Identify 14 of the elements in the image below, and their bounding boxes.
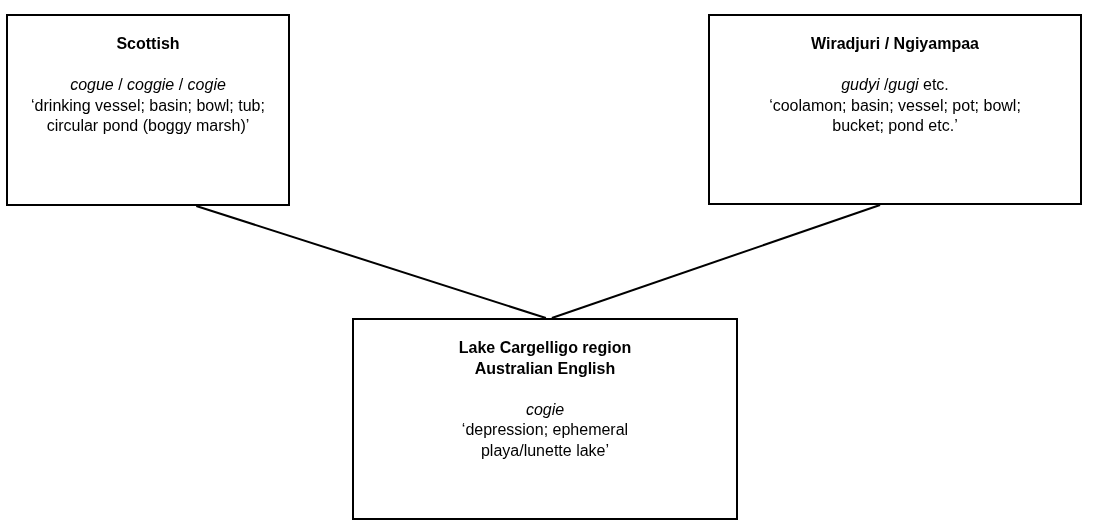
box-heading: Lake Cargelligo region Australian English [457,338,633,379]
gloss-text: ‘coolamon; basin; vessel; pot; bowl; bucket; pond etc.’ [768,95,1022,137]
word-forms: cogie [525,399,565,420]
box-heading: Scottish [116,34,180,54]
text-box [708,14,1082,205]
connector-line [550,204,882,319]
connector-line [195,205,547,319]
box-heading: Wiradjuri / Ngiyampaa [811,34,979,54]
text-box [352,318,738,520]
gloss-text: ‘drinking vessel; basin; bowl; tub; circular pond (boggy marsh)’ [30,95,266,137]
word-forms: gudyi /gugi etc. [841,74,949,95]
gloss-text: ‘depression; ephemeral playa/lunette lake’ [460,420,630,462]
text-box [6,14,290,206]
word-forms: cogue / coggie / cogie [70,74,226,95]
